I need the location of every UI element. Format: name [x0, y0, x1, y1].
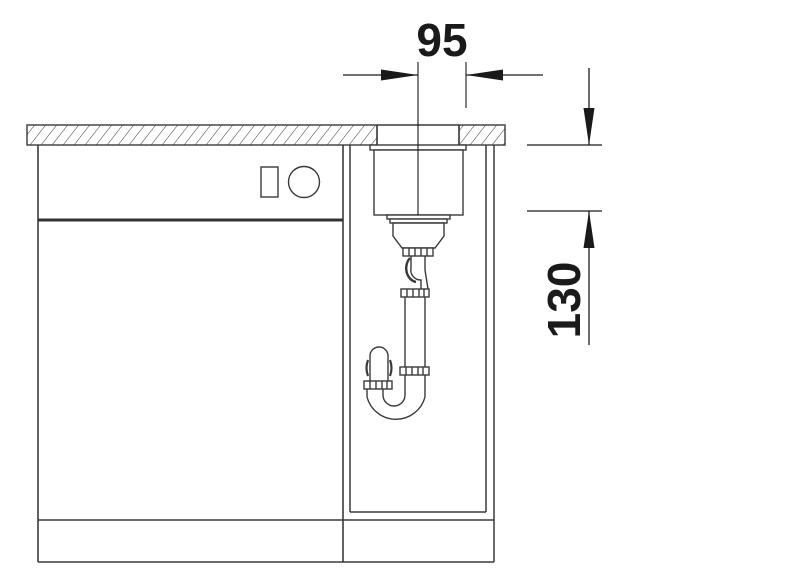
drawer-front [38, 218, 343, 222]
dimension-label-130: 130 [538, 262, 590, 339]
dimension-label-95: 95 [416, 14, 467, 66]
dimension-95 [343, 62, 543, 215]
knob-icon [287, 165, 321, 199]
p-trap [363, 256, 430, 421]
right-cabinet [349, 145, 495, 562]
dimension-130 [527, 68, 602, 345]
plinth [38, 519, 494, 563]
left-cabinet [37, 145, 344, 562]
switch-icon [260, 166, 279, 198]
appliance-controls [260, 165, 321, 199]
drain-waste-fitting [392, 222, 445, 257]
countertop [26, 124, 506, 146]
